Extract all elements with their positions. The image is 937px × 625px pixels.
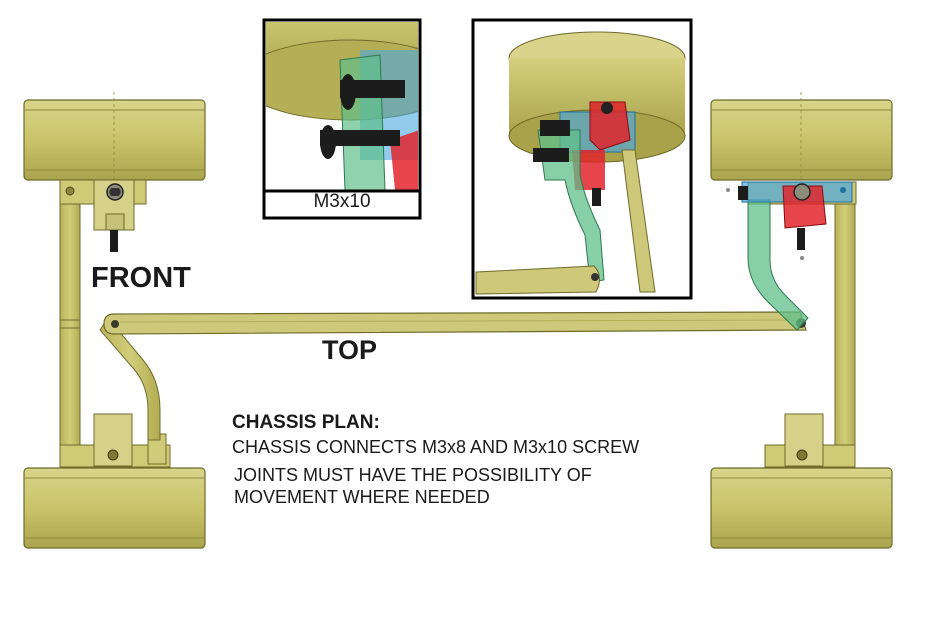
chassis-plan-note-1: CHASSIS CONNECTS M3x8 AND M3x10 SCREW xyxy=(232,437,640,457)
inset-caption: M3x10 xyxy=(313,191,371,212)
right-steering-arm xyxy=(747,199,809,331)
tie-rod xyxy=(103,311,807,335)
chassis-plan-title: CHASSIS PLAN: xyxy=(232,412,380,433)
inset-m3x10 xyxy=(262,18,422,220)
front-left-joint xyxy=(93,179,135,252)
rear-left-wheel xyxy=(23,467,206,549)
rear-left-bracket xyxy=(59,413,171,468)
front-label: FRONT xyxy=(91,262,191,294)
chassis-plan-note-2: JOINTS MUST HAVE THE POSSIBILITY OF xyxy=(234,465,592,485)
chassis-plan-note-3: MOVEMENT WHERE NEEDED xyxy=(234,487,490,507)
top-label: TOP xyxy=(322,335,378,365)
rear-right-wheel xyxy=(710,467,893,549)
front-right-joint xyxy=(726,181,853,260)
inset-joint-detail xyxy=(471,18,693,300)
front-left-wheel xyxy=(23,92,206,181)
front-right-wheel xyxy=(710,92,893,181)
